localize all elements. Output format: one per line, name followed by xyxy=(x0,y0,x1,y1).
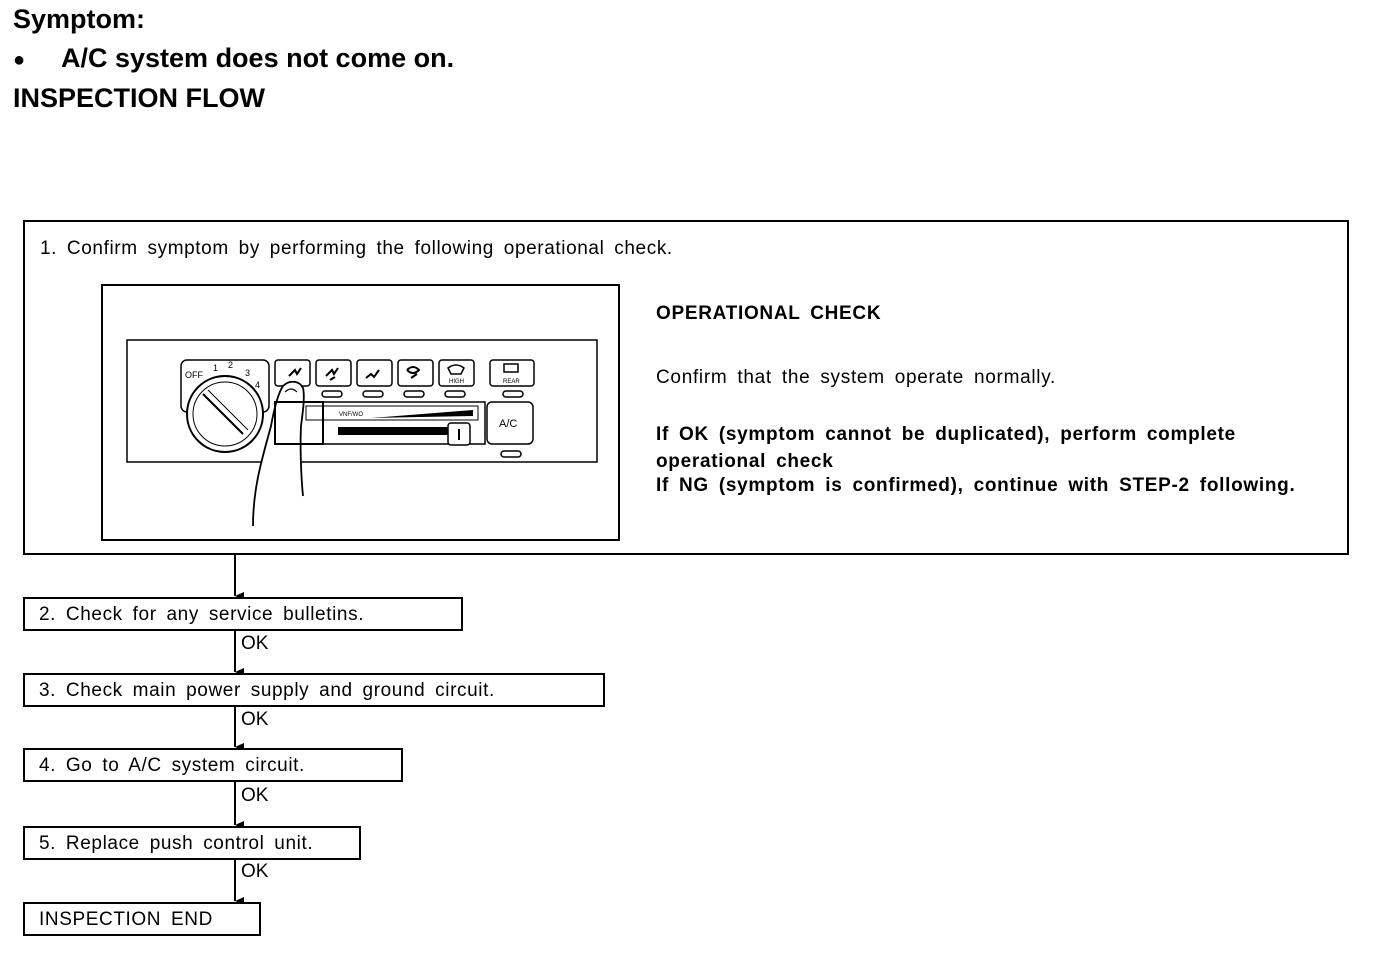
step-4-box: 4. Go to A/C system circuit. xyxy=(23,748,403,782)
step-3-text: 3. Check main power supply and ground ci… xyxy=(39,680,495,701)
mode-buttons xyxy=(274,359,535,398)
control-panel-figure: OFF 1 2 3 4 xyxy=(101,284,620,541)
step-1-box: 1. Confirm symptom by performing the fol… xyxy=(23,220,1349,555)
step-5-text: 5. Replace push control unit. xyxy=(39,833,314,854)
fan-2-label: 2 xyxy=(228,360,233,370)
operational-check-if-ok: If OK (symptom cannot be duplicated), pe… xyxy=(656,421,1236,475)
ac-button[interactable] xyxy=(486,401,534,445)
bullet-icon: ● xyxy=(13,49,26,71)
ok-label-3: OK xyxy=(241,709,269,730)
fan-off-label: OFF xyxy=(185,370,203,380)
step-4-text: 4. Go to A/C system circuit. xyxy=(39,755,305,776)
high-label: HIGH xyxy=(449,379,464,385)
ok-label-4: OK xyxy=(241,785,269,806)
inspection-flow-title: INSPECTION FLOW xyxy=(13,83,265,113)
fan-1-label: 1 xyxy=(213,363,218,373)
ac-button-label: A/C xyxy=(499,418,517,430)
operational-check-confirm: Confirm that the system operate normally… xyxy=(656,367,1056,388)
step-3-box: 3. Check main power supply and ground ci… xyxy=(23,673,605,707)
step-1-text: 1. Confirm symptom by performing the fol… xyxy=(40,238,673,259)
temperature-slider-track[interactable] xyxy=(338,427,458,435)
inspection-end-box: INSPECTION END xyxy=(23,902,261,936)
control-panel-illustration: OFF 1 2 3 4 xyxy=(126,339,598,527)
symptom-heading: Symptom: xyxy=(13,4,146,34)
step-2-box: 2. Check for any service bulletins. xyxy=(23,597,463,631)
slider-label: VNF/WO xyxy=(339,412,363,418)
operational-check-if-ng: If NG (symptom is confirmed), continue w… xyxy=(656,475,1296,496)
mode-glyphs xyxy=(288,363,519,381)
step-5-box: 5. Replace push control unit. xyxy=(23,826,361,860)
if-ok-line-1: If OK (symptom cannot be duplicated), pe… xyxy=(656,424,1236,445)
finger-illustration xyxy=(252,380,305,527)
ok-label-5: OK xyxy=(241,861,269,882)
symptom-text: A/C system does not come on. xyxy=(61,43,455,73)
fan-3-label: 3 xyxy=(245,368,250,378)
fan-knob[interactable] xyxy=(186,375,264,453)
fan-4-label: 4 xyxy=(255,380,260,390)
if-ok-line-2: operational check xyxy=(656,451,834,472)
step-2-text: 2. Check for any service bulletins. xyxy=(39,604,365,625)
inspection-end-text: INSPECTION END xyxy=(39,909,213,930)
operational-check-title: OPERATIONAL CHECK xyxy=(656,303,882,324)
ok-label-2: OK xyxy=(241,633,269,654)
rear-label: REAR xyxy=(503,379,520,385)
